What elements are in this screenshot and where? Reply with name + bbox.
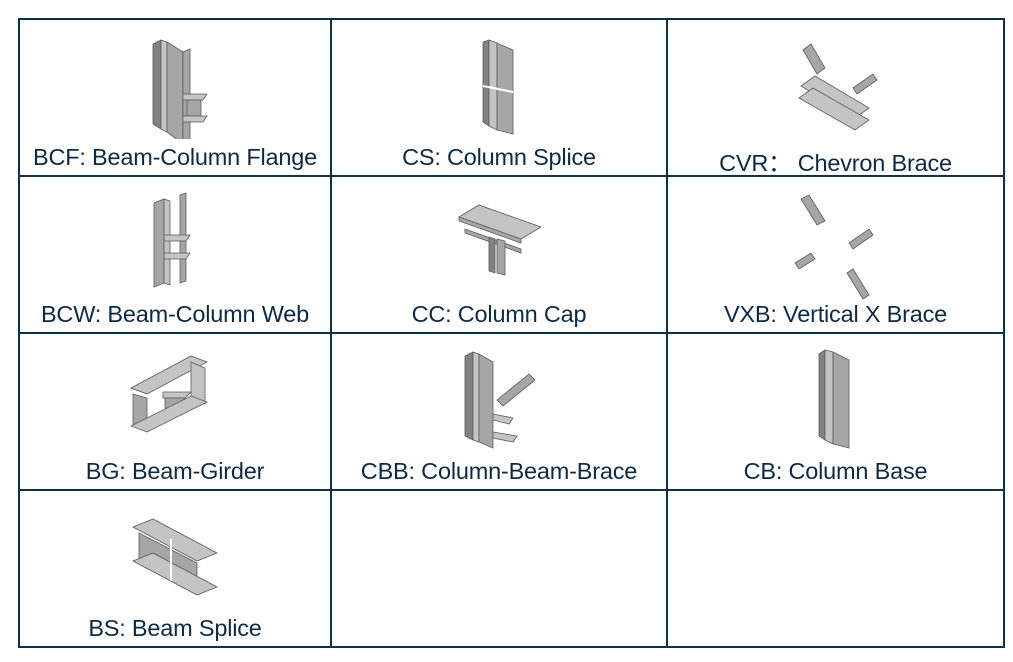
column-base-icon — [818, 349, 849, 449]
beam-splice-icon — [132, 518, 218, 596]
empty-cell — [666, 489, 1005, 648]
column-beam-brace-icon — [464, 351, 536, 449]
cell-cvr: CVR： Chevron Brace — [666, 18, 1005, 177]
cell-cbb: CBB: Column-Beam-Brace — [330, 332, 668, 491]
column-splice-icon — [482, 39, 514, 135]
chevron-brace-icon — [797, 43, 878, 131]
cell-label: CS: Column Splice — [402, 144, 596, 170]
cell-label: CC: Column Cap — [411, 301, 587, 327]
cell-label: BG: Beam-Girder — [85, 458, 265, 484]
beam-girder-icon — [130, 355, 208, 433]
cell-label: BCW: Beam-Column Web — [40, 301, 310, 327]
cell-label: BCF: Beam-Column Flange — [32, 144, 318, 170]
cell-bg: BG: Beam-Girder — [18, 332, 332, 491]
vertical-x-brace-icon — [793, 194, 874, 300]
cell-label: CB: Column Base — [743, 458, 928, 484]
cell-cb: CB: Column Base — [666, 332, 1005, 491]
cell-bcf: BCF: Beam-Column Flange — [18, 18, 332, 177]
column-cap-icon — [458, 204, 542, 276]
cell-bs: BS: Beam Splice — [18, 489, 332, 648]
cell-label: VXB: Vertical X Brace — [723, 301, 948, 327]
cell-bcw: BCW: Beam-Column Web — [18, 175, 332, 334]
cell-label: BS: Beam Splice — [88, 615, 262, 641]
beam-column-flange-icon — [152, 39, 208, 139]
cell-vxb: VXB: Vertical X Brace — [666, 175, 1005, 334]
connection-types-table: BCF: Beam-Column Flange CS: Column Splic… — [18, 18, 1005, 648]
beam-column-web-icon — [153, 192, 191, 288]
cell-cc: CC: Column Cap — [330, 175, 668, 334]
empty-cell — [330, 489, 668, 648]
cell-cs: CS: Column Splice — [330, 18, 668, 177]
cell-label: CBB: Column-Beam-Brace — [360, 458, 638, 484]
cell-label: CVR： Chevron Brace — [719, 150, 952, 176]
